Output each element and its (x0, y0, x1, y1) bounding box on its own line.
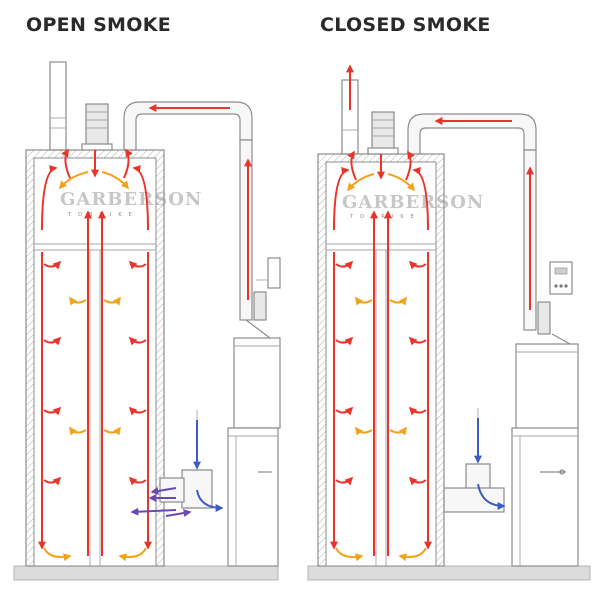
closed-smoke-title: CLOSED SMOKE (320, 14, 491, 36)
flow-arrow-icon (132, 164, 149, 231)
control-panel-icon (549, 261, 573, 295)
chamber-inner (33, 157, 157, 567)
open-smoke-diagram: GARBERSON TOBRIKE (13, 61, 281, 581)
fan-motor-icon (81, 103, 113, 151)
control-panel-icon (256, 257, 281, 289)
open-smoke-airflow (38, 104, 252, 562)
brand-watermark: GARBERSON (342, 192, 484, 213)
smoke-generator-icon (515, 301, 579, 431)
flow-arrow-icon (123, 148, 133, 179)
flow-arrow-icon (41, 164, 58, 231)
exhaust-chimney-icon (49, 61, 67, 151)
closed-smoke-diagram: GARBERSON TOBRIKE (307, 64, 591, 581)
inlet-damper (181, 469, 213, 509)
recirculation-duct (123, 101, 253, 151)
floor-slab (307, 565, 591, 581)
inlet-pipe (443, 487, 505, 513)
floor-slab (13, 565, 279, 581)
brand-watermark-sub: TOBRIKE (349, 214, 421, 220)
trolley-cabinet (227, 427, 279, 567)
smoke-riser-pipe (239, 139, 253, 321)
smoke-generator-icon (233, 291, 281, 429)
flow-arrow-icon (101, 171, 130, 190)
brand-watermark: GARBERSON (60, 189, 202, 210)
flow-arrow-icon (58, 171, 89, 190)
chamber-inner (325, 161, 437, 567)
closed-smoke-airflow (330, 64, 534, 562)
open-smoke-title: OPEN SMOKE (26, 14, 172, 36)
trolley-cabinet (511, 427, 579, 567)
fan-motor-icon (367, 111, 399, 155)
flow-arrow-icon (61, 148, 71, 179)
